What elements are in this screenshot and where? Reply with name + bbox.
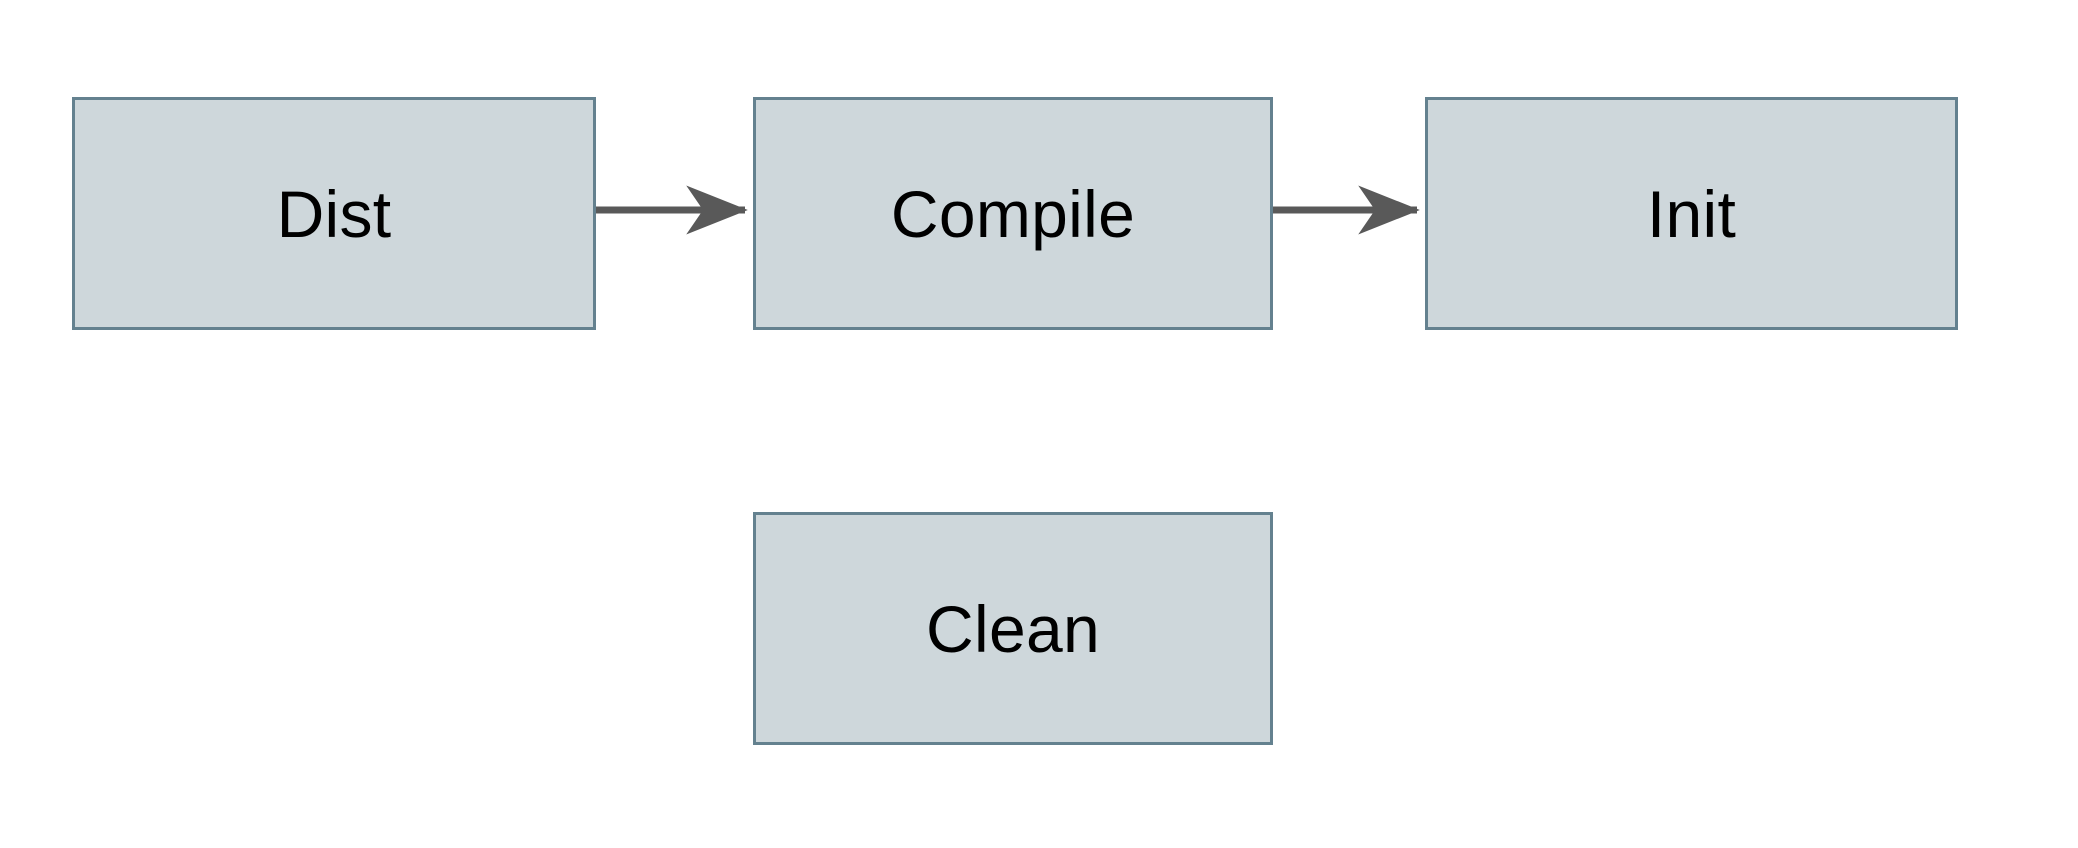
- node-label-init: Init: [1646, 176, 1737, 251]
- node-label-dist: Dist: [276, 176, 392, 251]
- node-clean[interactable]: Clean: [753, 512, 1273, 745]
- node-compile[interactable]: Compile: [753, 97, 1273, 330]
- node-label-compile: Compile: [890, 176, 1136, 251]
- node-init[interactable]: Init: [1425, 97, 1958, 330]
- node-label-clean: Clean: [926, 591, 1100, 666]
- node-dist[interactable]: Dist: [72, 97, 596, 330]
